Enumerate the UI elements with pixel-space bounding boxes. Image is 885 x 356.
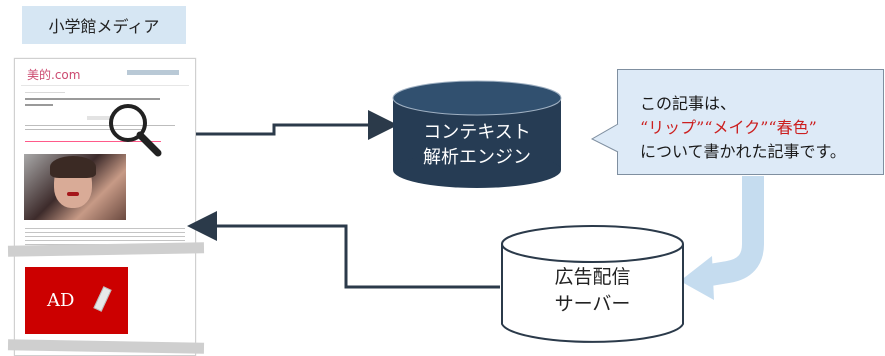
- engine-label-line2: 解析エンジン: [423, 147, 531, 168]
- tag-chip: [87, 116, 111, 120]
- model-hair: [50, 156, 96, 178]
- body-line: [25, 232, 185, 233]
- keyword-spring-color: “春色”: [768, 118, 817, 137]
- nav-divider: [21, 85, 189, 86]
- ad-banner[interactable]: AD: [25, 267, 128, 334]
- breadcrumb-line: [25, 92, 65, 93]
- light-arrow-head: [680, 256, 714, 300]
- ad-server-db: 広告配信 サーバー: [500, 224, 685, 346]
- body-line: [25, 125, 175, 126]
- keyword-makeup: “メイク”: [704, 118, 769, 137]
- context-engine-db: コンテキスト 解析エンジン: [392, 80, 562, 190]
- ad-label: AD: [47, 290, 75, 311]
- web-page-mock: 美的.com AD: [14, 58, 196, 356]
- pink-link-line: [25, 141, 161, 142]
- callout-keywords: “リップ”“メイク”“春色”: [640, 114, 846, 138]
- headline-line: [25, 104, 53, 106]
- magnifier-icon: [109, 104, 162, 157]
- article-photo: [24, 154, 126, 220]
- callout-box: この記事は、 “リップ”“メイク”“春色” について書かれた記事です。: [617, 69, 884, 175]
- media-label: 小学館メディア: [22, 6, 186, 44]
- body-line: [25, 228, 185, 229]
- ad-server-label-line1: 広告配信: [554, 266, 631, 288]
- keyword-lip: “リップ”: [640, 118, 705, 137]
- callout-line1: この記事は、: [640, 94, 737, 113]
- ad-server-label-line2: サーバー: [554, 293, 631, 315]
- light-arrow-body: [702, 176, 764, 287]
- site-logo: 美的.com: [27, 68, 81, 82]
- callout-tail: [590, 123, 619, 153]
- body-line: [25, 129, 145, 130]
- headline-line: [25, 98, 160, 100]
- body-line: [25, 240, 185, 241]
- site-nav-icons: [127, 70, 179, 75]
- model-lips: [67, 192, 79, 196]
- body-line: [25, 236, 185, 237]
- callout-line3: について書かれた記事です。: [640, 142, 846, 161]
- arrow-to-ad-slot: [187, 211, 500, 289]
- engine-label-line1: コンテキスト: [423, 122, 531, 143]
- arrow-to-engine: [196, 110, 398, 140]
